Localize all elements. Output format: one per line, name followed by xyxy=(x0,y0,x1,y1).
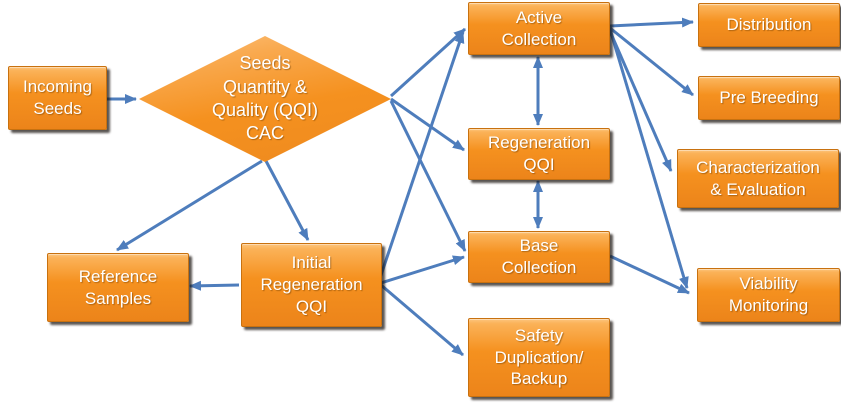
node-pre-breeding[interactable]: Pre Breeding xyxy=(698,76,840,120)
node-characterization-evaluation[interactable]: Characterization & Evaluation xyxy=(677,149,839,208)
node-initial-regeneration-qqi[interactable]: Initial Regeneration QQI xyxy=(241,243,382,327)
node-label-seeds-qqi-cac: Seeds Quantity & Quality (QQI) CAC xyxy=(211,53,318,144)
node-distribution[interactable]: Distribution xyxy=(698,3,840,47)
node-base-collection[interactable]: Base Collection xyxy=(468,231,610,283)
node-label-viability-monitoring: Viability Monitoring xyxy=(728,274,809,315)
arrow-initial-regeneration-qqi-to-base-collection xyxy=(380,255,465,285)
node-regeneration-qqi[interactable]: Regeneration QQI xyxy=(468,128,610,180)
arrow-seeds-qqi-cac-to-active-collection xyxy=(389,27,467,98)
arrow-initial-regeneration-qqi-to-reference-samples xyxy=(189,280,240,291)
node-label-distribution: Distribution xyxy=(726,15,812,35)
node-incoming-seeds[interactable]: Incoming Seeds xyxy=(8,66,107,130)
arrow-active-collection-to-pre-breeding xyxy=(609,26,694,97)
node-label-characterization-evaluation: Characterization & Evaluation xyxy=(696,157,820,199)
node-reference-samples[interactable]: Reference Samples xyxy=(47,253,189,322)
node-label-safety-duplication: Safety Duplication/ Backup xyxy=(494,325,584,389)
arrow-base-collection-to-viability-monitoring xyxy=(609,254,690,295)
arrow-active-collection-to-distribution xyxy=(609,17,694,28)
node-label-base-collection: Base Collection xyxy=(501,236,577,277)
arrow-active-collection-to-viability-monitoring xyxy=(608,28,689,289)
arrow-seeds-qqi-cac-to-regeneration-qqi xyxy=(390,97,465,152)
arrow-seeds-qqi-cac-to-base-collection xyxy=(389,100,467,252)
node-safety-duplication[interactable]: Safety Duplication/ Backup xyxy=(468,318,610,397)
node-label-active-collection: Active Collection xyxy=(501,7,577,49)
node-active-collection[interactable]: Active Collection xyxy=(468,2,610,55)
arrow-seeds-qqi-cac-to-reference-samples xyxy=(116,159,263,252)
arrow-active-collection-to-characterization-evaluation xyxy=(607,28,673,172)
node-label-incoming-seeds: Incoming Seeds xyxy=(23,77,92,118)
arrow-initial-regeneration-qqi-to-safety-duplication xyxy=(380,283,464,357)
arrow-initial-regeneration-qqi-to-active-collection xyxy=(378,31,465,279)
node-viability-monitoring[interactable]: Viability Monitoring xyxy=(697,268,840,322)
node-seeds-qqi-cac[interactable]: Seeds Quantity & Quality (QQI) CAC xyxy=(139,36,391,162)
node-label-regeneration-qqi: Regeneration QQI xyxy=(487,133,591,174)
node-label-reference-samples: Reference Samples xyxy=(78,266,158,308)
node-label-initial-regeneration-qqi: Initial Regeneration QQI xyxy=(260,253,363,316)
node-label-pre-breeding: Pre Breeding xyxy=(719,88,819,108)
arrow-seeds-qqi-cac-to-initial-regeneration-qqi xyxy=(264,160,310,241)
